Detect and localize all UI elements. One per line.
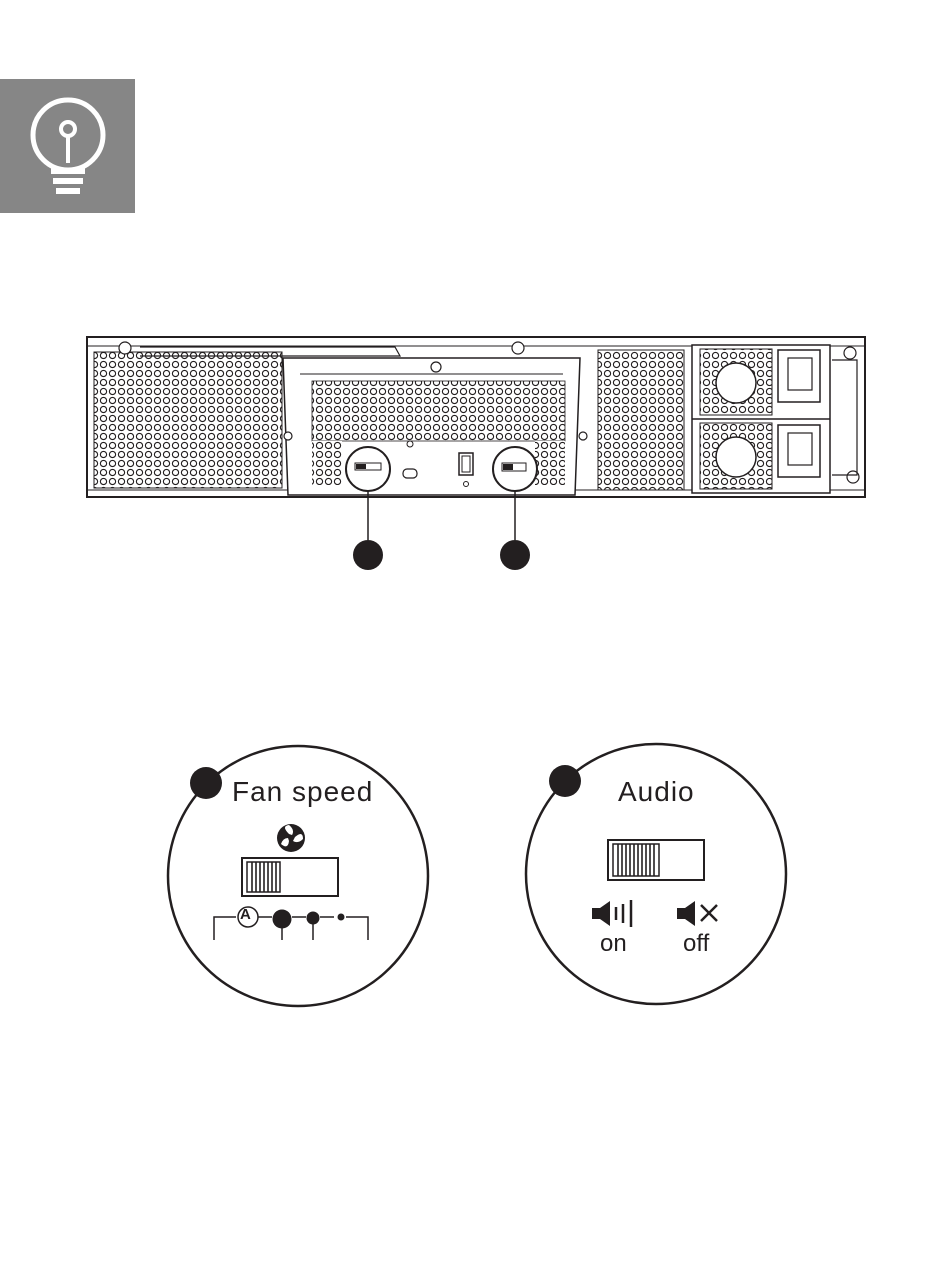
audio-on-label: on [600, 930, 627, 958]
audio-off-label: off [683, 930, 709, 958]
speaker-on-icon [592, 900, 631, 927]
audio-title: Audio [618, 776, 695, 808]
speaker-mute-icon [677, 901, 717, 926]
